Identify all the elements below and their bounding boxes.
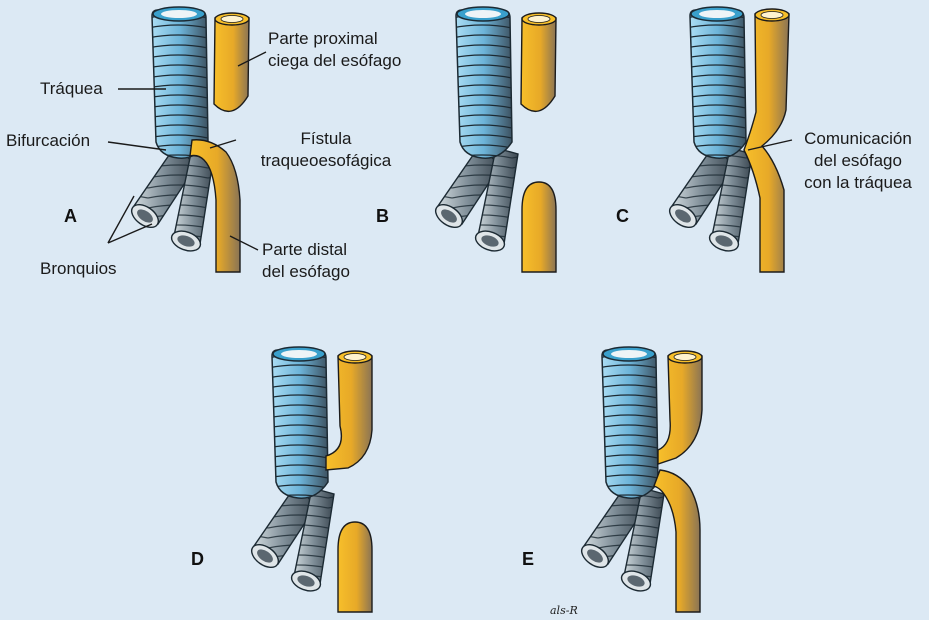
- panel-a-diagram: [128, 7, 249, 272]
- panel-b-diagram: [432, 7, 556, 272]
- panel-c-diagram: [666, 7, 789, 272]
- proximal-esophagus-pouch-b: [521, 18, 556, 111]
- label-proximal-esophagus: Parte proximal ciega del esófago: [268, 28, 401, 72]
- proximal-esophagus-fistula-e: [658, 356, 702, 464]
- panel-letter-e: E: [522, 549, 534, 570]
- continuous-esophagus-c: [744, 14, 789, 272]
- panel-e-diagram: [578, 347, 702, 612]
- label-bifurcation: Bifurcación: [6, 130, 90, 152]
- label-fistula: Fístula traqueoesofágica: [246, 128, 406, 172]
- label-bronchi: Bronquios: [40, 258, 117, 280]
- label-communication: Comunicación del esófago con la tráquea: [788, 128, 928, 194]
- distal-esophagus-pouch-d: [338, 522, 372, 612]
- proximal-esophagus-pouch: [214, 18, 249, 111]
- proximal-esophagus-fistula-d: [326, 356, 372, 470]
- label-distal-esophagus: Parte distal del esófago: [262, 239, 350, 283]
- artist-signature: als-R: [550, 604, 578, 617]
- panel-letter-a: A: [64, 206, 77, 227]
- panel-d-diagram: [248, 347, 372, 612]
- distal-esophagus-pouch-b: [522, 182, 556, 272]
- label-trachea: Tráquea: [40, 78, 103, 100]
- panel-letter-d: D: [191, 549, 204, 570]
- distal-esophagus-fistula-e: [654, 470, 700, 612]
- panel-letter-c: C: [616, 206, 629, 227]
- panel-letter-b: B: [376, 206, 389, 227]
